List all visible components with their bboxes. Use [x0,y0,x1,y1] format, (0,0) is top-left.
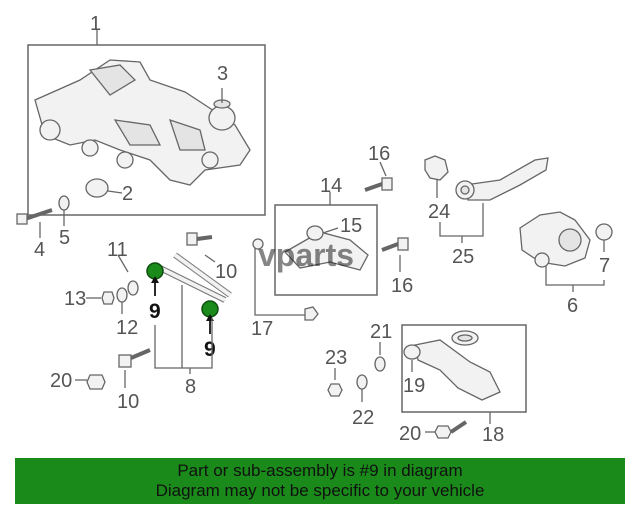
callout-13[interactable]: 13 [64,288,86,310]
callout-25[interactable]: 25 [452,246,474,268]
bolt-10-lower[interactable] [118,354,132,368]
subframe-group: 1 2 3 [27,13,266,216]
callout-18[interactable]: 18 [482,424,504,446]
bolt-washer-group: 4 5 [16,195,70,261]
callout-3[interactable]: 3 [217,63,228,85]
callout-14[interactable]: 14 [320,175,342,197]
callout-21[interactable]: 21 [370,321,392,343]
callout-16-lower[interactable]: 16 [391,275,413,297]
callout-6[interactable]: 6 [567,295,578,317]
washer-11[interactable] [127,280,139,296]
bolt-4[interactable] [16,213,28,225]
watermark: vparts [258,237,354,273]
callout-19[interactable]: 19 [403,375,425,397]
callout-16-upper[interactable]: 16 [368,143,390,165]
bushing-7-upper[interactable] [595,223,613,241]
bolt-16-upper[interactable] [381,177,393,191]
knuckle[interactable] [519,211,591,267]
bushing-19[interactable] [403,344,421,360]
bushing-24[interactable] [424,155,449,181]
subframe-box [27,44,266,216]
lateral-arm-group: 9 9 8 10 11 12 13 10 20 [50,232,237,413]
callout-24[interactable]: 24 [428,201,450,223]
washer-5[interactable] [58,195,70,211]
callout-15[interactable]: 15 [340,215,362,237]
info-banner: Part or sub-assembly is #9 in diagram Di… [15,458,625,504]
callout-23[interactable]: 23 [325,347,347,369]
nut-13[interactable] [101,291,115,305]
knuckle-group: 7 6 [519,211,613,317]
upper-arm-box [274,204,378,296]
small-parts-group: 21 22 23 [325,321,392,429]
washer-12[interactable] [116,287,128,303]
callout-11[interactable]: 11 [107,239,128,261]
washer-22[interactable] [356,374,368,390]
banner-line-2: Diagram may not be specific to your vehi… [155,481,485,500]
bolt-10-upper[interactable] [186,232,198,246]
bushing-3[interactable] [208,105,236,131]
callout-9-upper[interactable]: 9 [149,300,161,323]
callout-20-right[interactable]: 20 [399,423,421,445]
bolt-20-right[interactable] [434,425,452,439]
lower-arm-box [401,324,527,413]
washer-21[interactable] [374,356,386,372]
callout-10-upper[interactable]: 10 [215,261,237,283]
lower-arm-group: 19 18 20 [399,324,527,446]
callout-17[interactable]: 17 [251,318,273,340]
callout-22[interactable]: 22 [352,407,374,429]
nut-23[interactable] [327,383,343,397]
callout-10-lower[interactable]: 10 [117,391,139,413]
bushing-2[interactable] [85,178,109,198]
callout-20-left[interactable]: 20 [50,370,72,392]
callout-5[interactable]: 5 [59,227,70,249]
callout-7[interactable]: 7 [599,255,610,277]
upper-arm-group: 14 15 16 16 17 vparts [251,143,413,340]
callout-1[interactable]: 1 [90,13,101,35]
banner-line-1: Part or sub-assembly is #9 in diagram [177,461,463,480]
nut-17[interactable] [304,306,319,321]
callout-12[interactable]: 12 [116,317,138,339]
bushing-7-lower[interactable] [534,252,550,268]
upper-arm[interactable] [283,231,369,271]
callout-8[interactable]: 8 [185,376,196,398]
callout-4[interactable]: 4 [34,239,45,261]
bolt-16-lower[interactable] [397,237,409,251]
callout-9-lower[interactable]: 9 [204,338,216,361]
callout-2[interactable]: 2 [122,183,133,205]
lower-arm[interactable] [414,339,501,401]
trailing-arm[interactable] [464,157,549,201]
bolt-20-left[interactable] [86,374,106,390]
subframe[interactable] [34,59,251,186]
trailing-arm-group: 24 25 [424,155,549,268]
